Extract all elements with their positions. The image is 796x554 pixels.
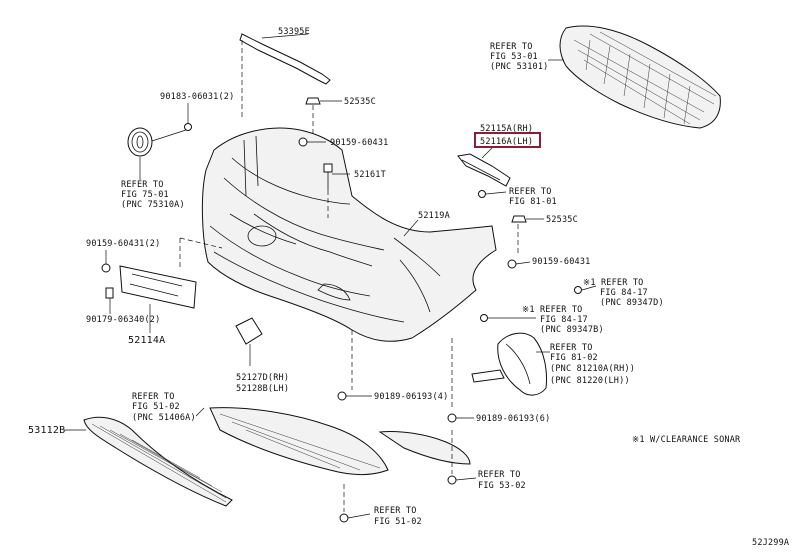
label-refer-53-01-l1[interactable]: REFER TO: [490, 42, 533, 52]
label-refer-53-01-l3[interactable]: (PNC 53101): [490, 62, 549, 72]
label-refer-81-02-l1[interactable]: REFER TO: [550, 343, 593, 353]
part-fog-lamp-assembly[interactable]: [471, 332, 547, 396]
label-52114a[interactable]: 52114A: [128, 335, 165, 346]
label-52116a[interactable]: 52116A(LH): [480, 137, 533, 147]
label-90159-left[interactable]: 90159-60431(2): [86, 239, 160, 249]
label-refer-84-17b-l1[interactable]: ※1 REFER TO: [522, 305, 583, 315]
label-52115a[interactable]: 52115A(RH): [480, 124, 533, 134]
bolt-90179[interactable]: [105, 287, 114, 299]
diagram-id: 52J299A: [752, 538, 789, 548]
label-refer-81-01-l2[interactable]: FIG 81-01: [509, 197, 557, 207]
screw-90189-4[interactable]: [337, 391, 347, 401]
label-refer-51-02a-l3[interactable]: (PNC 51406A): [132, 413, 196, 423]
part-upper-grille[interactable]: [559, 25, 721, 129]
label-refer-81-02-l3[interactable]: (PNC 81210A(RH)): [550, 364, 635, 374]
label-53395e[interactable]: 53395E: [278, 27, 310, 37]
clip-53-02[interactable]: [447, 475, 457, 485]
label-refer-75-l3[interactable]: (PNC 75310A): [121, 200, 185, 210]
clip-81-01[interactable]: [478, 190, 486, 198]
label-refer-51-02b-l1[interactable]: REFER TO: [374, 506, 417, 516]
part-tow-hook-cover[interactable]: [235, 317, 263, 345]
label-refer-51-02a-l2[interactable]: FIG 51-02: [132, 402, 180, 412]
screw-90159-right[interactable]: [507, 259, 517, 269]
label-52128b[interactable]: 52128B(LH): [236, 384, 289, 394]
label-refer-84-17b-l3[interactable]: (PNC 89347B): [540, 325, 604, 335]
label-refer-51-02b-l2[interactable]: FIG 51-02: [374, 517, 422, 527]
label-refer-53-01-l2[interactable]: FIG 53-01: [490, 52, 538, 62]
label-52127d[interactable]: 52127D(RH): [236, 373, 289, 383]
label-refer-81-01-l1[interactable]: REFER TO: [509, 187, 552, 197]
sonar-sensor-89347b[interactable]: [480, 314, 488, 322]
part-lower-undercover[interactable]: [209, 407, 471, 475]
footnote: ※1 W/CLEARANCE SONAR: [632, 435, 741, 445]
clip-52535c-right[interactable]: [511, 215, 527, 223]
screw-90159-top[interactable]: [298, 137, 308, 147]
label-90189-4[interactable]: 90189-06193(4): [374, 392, 448, 402]
clip-90183[interactable]: [184, 103, 192, 131]
label-refer-84-17b-l2[interactable]: FIG 84-17: [540, 315, 588, 325]
label-52535c-right[interactable]: 52535C: [546, 215, 578, 225]
label-refer-81-02-l4[interactable]: (PNC 81220(LH)): [550, 376, 630, 386]
label-90183[interactable]: 90183-06031(2): [160, 92, 234, 102]
label-90159-top[interactable]: 90159-60431: [330, 138, 389, 148]
clip-52535c-top[interactable]: [305, 97, 321, 105]
label-refer-81-02-l2[interactable]: FIG 81-02: [550, 353, 598, 363]
part-emblem[interactable]: [127, 127, 153, 157]
label-90189-6[interactable]: 90189-06193(6): [476, 414, 550, 424]
label-53112b[interactable]: 53112B: [28, 425, 65, 436]
part-52119a-bumper-cover[interactable]: [201, 127, 497, 342]
bolt-52161t[interactable]: [323, 163, 333, 190]
label-90179[interactable]: 90179-06340(2): [86, 315, 160, 325]
part-52114a-license-bracket[interactable]: [119, 265, 197, 309]
screw-90159-left[interactable]: [101, 263, 111, 273]
label-refer-84-17a-l1[interactable]: ※1 REFER TO: [583, 278, 644, 288]
highlight-52116a: [474, 132, 541, 148]
label-refer-51-02a-l1[interactable]: REFER TO: [132, 392, 175, 402]
label-52119a[interactable]: 52119A: [418, 211, 450, 221]
part-52116a-spacer[interactable]: [457, 153, 511, 187]
label-refer-84-17a-l3[interactable]: (PNC 89347D): [600, 298, 664, 308]
part-53112b-lower-grille[interactable]: [83, 416, 233, 507]
label-52535c-top[interactable]: 52535C: [344, 97, 376, 107]
label-refer-53-02-l1[interactable]: REFER TO: [478, 470, 521, 480]
clip-51-02[interactable]: [339, 513, 349, 523]
label-90159-right[interactable]: 90159-60431: [532, 257, 591, 267]
label-refer-75-l2[interactable]: FIG 75-01: [121, 190, 169, 200]
sonar-sensor-89347d[interactable]: [574, 286, 582, 294]
label-52161t[interactable]: 52161T: [354, 170, 386, 180]
label-refer-53-02-l2[interactable]: FIG 53-02: [478, 481, 526, 491]
screw-90189-6[interactable]: [447, 413, 457, 423]
label-refer-84-17a-l2[interactable]: FIG 84-17: [600, 288, 648, 298]
part-53395e-strip[interactable]: [239, 33, 331, 85]
label-refer-75-l1[interactable]: REFER TO: [121, 180, 164, 190]
